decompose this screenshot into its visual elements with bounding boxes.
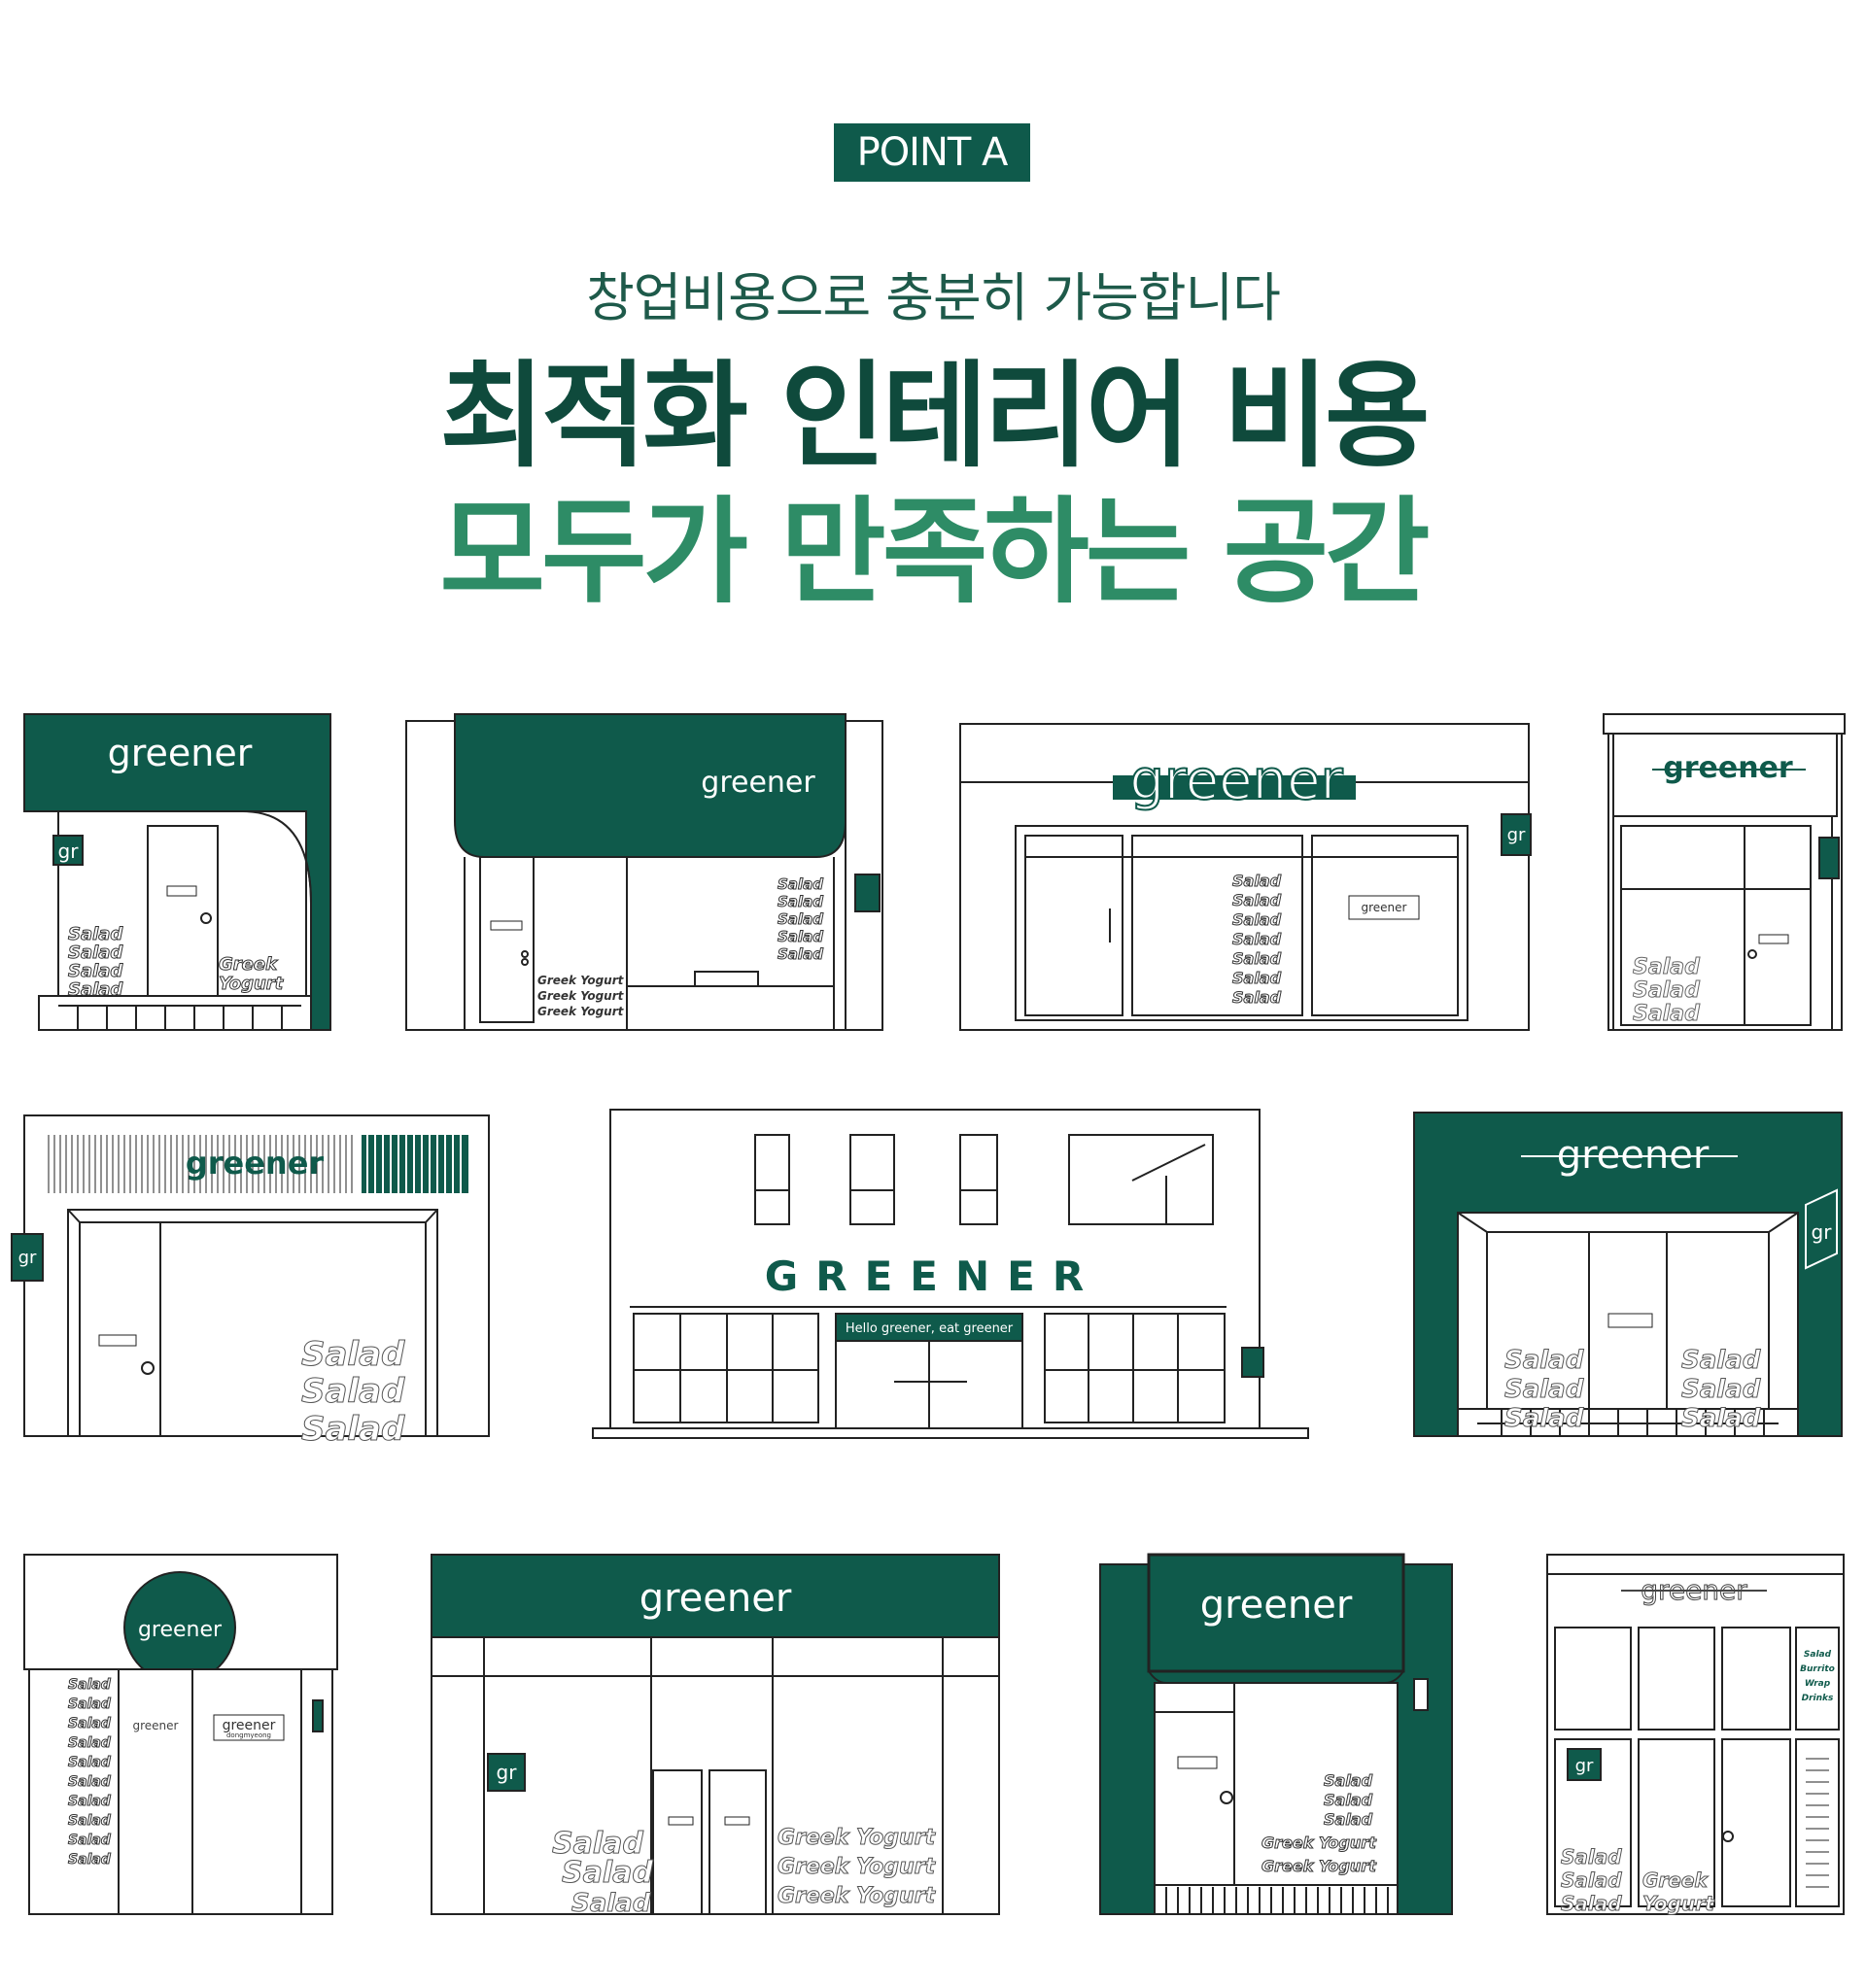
svg-text:Salad: Salad [68, 943, 123, 963]
svg-text:Salad: Salad [68, 1716, 112, 1731]
svg-text:Salad: Salad [1561, 1868, 1622, 1892]
svg-text:Salad: Salad [562, 1856, 653, 1890]
svg-text:greener: greener [186, 1145, 325, 1182]
sign-short: gr [58, 840, 80, 863]
svg-text:Salad: Salad [778, 875, 823, 893]
svg-text:Salad: Salad [301, 1335, 405, 1374]
svg-text:Salad: Salad [68, 1794, 112, 1809]
storefront-5: gr greener Salad Salad Salad [11, 1114, 490, 1450]
svg-text:Salad: Salad [1232, 891, 1282, 909]
svg-text:gr: gr [1575, 1756, 1594, 1776]
svg-text:Salad: Salad [68, 1852, 112, 1868]
svg-text:dongmyeong: dongmyeong [226, 1731, 271, 1739]
svg-text:Salad: Salad [1561, 1845, 1622, 1868]
storefront-4: greener Salad Salad Salad [1603, 713, 1846, 1031]
svg-text:Greek Yogurt: Greek Yogurt [537, 989, 625, 1003]
svg-text:Salad: Salad [68, 1755, 112, 1770]
svg-text:Salad: Salad [1633, 978, 1700, 1003]
svg-text:Greek Yogurt: Greek Yogurt [537, 974, 625, 987]
svg-text:greener: greener [133, 1719, 179, 1732]
svg-text:Salad: Salad [68, 924, 123, 944]
svg-text:Salad: Salad [68, 1833, 112, 1848]
page-title-line2: 모두가 만족하는 공간 [439, 485, 1430, 619]
svg-text:Salad: Salad [68, 1774, 112, 1790]
storefront-1: gr greener Salad Salad Salad Salad Greek… [23, 713, 331, 1031]
svg-text:greener: greener [1362, 901, 1407, 914]
svg-text:Salad: Salad [301, 1372, 405, 1411]
storefront-7: greener gr Salad Salad Salad Salad Salad… [1413, 1112, 1843, 1437]
svg-text:Salad: Salad [1633, 1002, 1700, 1026]
svg-text:Salad: Salad [1232, 872, 1282, 890]
svg-text:Salad: Salad [1681, 1346, 1761, 1375]
svg-text:greener: greener [223, 1718, 276, 1733]
storefront-9: greener gr Salad Salad Salad Greek Yogur… [431, 1554, 1000, 1919]
svg-text:greener: greener [1129, 749, 1343, 812]
storefront-6: GREENER Hello greener, eat greener [592, 1109, 1309, 1439]
svg-text:Salad: Salad [68, 961, 123, 981]
svg-text:gr: gr [497, 1761, 518, 1784]
svg-text:Salad: Salad [1633, 955, 1700, 979]
svg-text:Salad: Salad [68, 1677, 112, 1693]
svg-text:Salad: Salad [778, 910, 823, 928]
svg-text:Greek Yogurt: Greek Yogurt [778, 1826, 937, 1850]
point-badge: POINT A [834, 123, 1030, 182]
storefront-3: greener gr greener Salad Salad Salad Sal… [959, 723, 1532, 1031]
svg-text:Salad: Salad [1324, 1791, 1373, 1809]
sign-brand: greener [108, 732, 253, 774]
svg-text:Greek Yogurt: Greek Yogurt [1261, 1857, 1377, 1875]
subtitle: 창업비용으로 충분히 가능합니다 [586, 267, 1281, 328]
svg-text:Salad: Salad [68, 1813, 112, 1829]
svg-text:Salad: Salad [778, 928, 823, 945]
svg-text:Salad: Salad [1232, 969, 1282, 987]
svg-text:Drinks: Drinks [1802, 1694, 1834, 1703]
svg-text:Burrito: Burrito [1800, 1664, 1835, 1674]
svg-text:Salad: Salad [1232, 988, 1282, 1007]
svg-text:Greek Yogurt: Greek Yogurt [1261, 1834, 1377, 1852]
storefront-2: greener Salad Salad Salad Salad Salad Gr… [405, 713, 883, 1031]
storefront-10: greener Salad Salad Salad Greek Yogurt G… [1099, 1553, 1453, 1915]
svg-text:Salad: Salad [571, 1889, 651, 1918]
svg-text:Salad: Salad [1232, 910, 1282, 929]
svg-text:Salad: Salad [1681, 1375, 1761, 1404]
svg-text:Salad: Salad [1681, 1404, 1761, 1433]
svg-text:Greek Yogurt: Greek Yogurt [778, 1884, 937, 1908]
svg-text:Greek: Greek [219, 954, 278, 975]
svg-text:greener: greener [1200, 1583, 1353, 1628]
svg-text:Salad: Salad [301, 1410, 405, 1449]
svg-text:Salad: Salad [68, 1697, 112, 1712]
svg-text:Salad: Salad [778, 945, 823, 963]
svg-text:greener: greener [1663, 751, 1793, 785]
svg-text:gr: gr [18, 1248, 37, 1268]
svg-text:Wrap: Wrap [1805, 1679, 1831, 1689]
svg-text:Yogurt: Yogurt [219, 974, 285, 994]
svg-text:Salad: Salad [1232, 930, 1282, 948]
svg-text:Salad: Salad [1561, 1892, 1622, 1915]
svg-text:greener: greener [138, 1618, 223, 1642]
storefront-8: greener greener dongmyeong greener Salad… [23, 1554, 338, 1915]
page-title-line1: 최적화 인테리어 비용 [439, 349, 1430, 483]
storefront-gallery: gr greener Salad Salad Salad Salad Greek… [11, 713, 1846, 1919]
svg-text:Salad: Salad [1504, 1346, 1584, 1375]
svg-text:Salad: Salad [1324, 1771, 1373, 1790]
svg-text:Salad: Salad [778, 893, 823, 910]
svg-text:gr: gr [1812, 1220, 1833, 1244]
storefront-11: greener Salad Burrito Wrap Drinks gr Sal… [1546, 1554, 1845, 1916]
svg-text:Salad: Salad [1324, 1810, 1373, 1829]
svg-text:Salad: Salad [552, 1827, 643, 1861]
svg-text:Hello greener, eat greener: Hello greener, eat greener [846, 1321, 1014, 1336]
svg-text:greener: greener [639, 1576, 792, 1621]
svg-text:Salad: Salad [1804, 1650, 1832, 1660]
svg-text:Greek: Greek [1642, 1868, 1709, 1892]
svg-text:Salad: Salad [1504, 1375, 1584, 1404]
svg-text:greener: greener [701, 766, 815, 800]
svg-text:Salad: Salad [68, 979, 123, 1000]
svg-text:Salad: Salad [1232, 949, 1282, 968]
svg-text:Greek Yogurt: Greek Yogurt [778, 1855, 937, 1879]
svg-text:Salad: Salad [68, 1735, 112, 1751]
svg-text:Greek Yogurt: Greek Yogurt [537, 1005, 625, 1018]
svg-text:Yogurt: Yogurt [1642, 1892, 1715, 1915]
svg-text:gr: gr [1507, 825, 1526, 845]
svg-text:Salad: Salad [1504, 1404, 1584, 1433]
svg-text:GREENER: GREENER [765, 1252, 1101, 1300]
